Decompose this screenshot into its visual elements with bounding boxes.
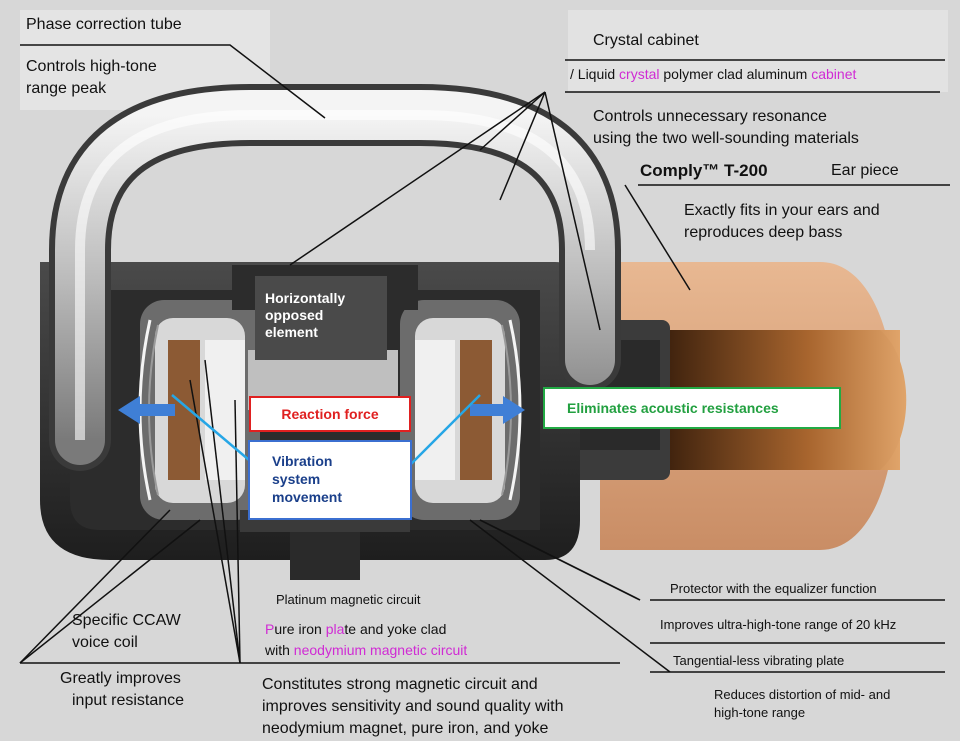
reaction-force-box: Reaction force <box>249 396 411 432</box>
phase-correction-desc-line1: Controls high-tone <box>26 58 157 75</box>
pure-iron-part-e: with <box>265 642 294 658</box>
comply-tail: Ear piece <box>831 162 899 179</box>
ccaw-line2: voice coil <box>72 634 138 651</box>
constitutes-line1: Constitutes strong magnetic circuit and <box>262 676 538 693</box>
vibration-arrows <box>118 396 525 424</box>
vibration-line3: movement <box>272 489 343 505</box>
reaction-force-label: Reaction force <box>281 406 379 422</box>
horizontally-opposed-element-box: Horizontally opposed element <box>255 276 387 360</box>
right-driver <box>400 300 522 520</box>
element-line1: Horizontally <box>265 290 346 306</box>
pure-iron-part-a: P <box>265 621 275 637</box>
ccaw-line1: Specific CCAW <box>72 612 181 629</box>
vibration-line1: Vibration <box>272 453 333 469</box>
pure-iron-part-f: neodymium magnetic circuit <box>293 642 468 658</box>
eliminates-acoustic-box: Eliminates acoustic resistances <box>543 387 841 429</box>
tangential-label: Tangential-less vibrating plate <box>673 653 845 668</box>
left-driver <box>138 300 260 520</box>
platinum-magnetic-circuit: Platinum magnetic circuit <box>276 592 421 607</box>
constitutes-line3: neodymium magnet, pure iron, and yoke <box>262 720 549 737</box>
comply-desc-line1: Exactly fits in your ears and <box>684 202 880 219</box>
pure-iron-part-d: te and yoke clad <box>344 621 447 637</box>
pure-iron-line2: with neodymium magnetic circuit <box>265 641 467 658</box>
pure-iron-part-c: pla <box>325 621 345 637</box>
cabinet-sub-part1: / Liquid <box>570 66 620 82</box>
cabinet-sub-part4: cabinet <box>811 66 857 82</box>
input-resistance-line1: Greatly improves <box>60 670 181 687</box>
phase-correction-desc-line2: range peak <box>26 80 107 97</box>
phase-correction-tube-title: Phase correction tube <box>26 16 182 33</box>
crystal-cabinet-subtitle: / Liquid crystal polymer clad aluminum c… <box>570 66 856 83</box>
comply-name: Comply™ T-200 <box>640 161 768 180</box>
cabinet-sub-part2: crystal <box>619 66 660 82</box>
element-line3: element <box>265 324 318 340</box>
leader-lines <box>19 44 950 673</box>
protector-label: Protector with the equalizer function <box>670 581 877 596</box>
comply-desc-line2: reproduces deep bass <box>684 224 843 241</box>
improves-20khz-label: Improves ultra-high-tone range of 20 kHz <box>660 617 897 632</box>
reduces-distortion-line1: Reduces distortion of mid- and <box>714 687 891 702</box>
pure-iron-part-b: ure iron <box>274 621 326 637</box>
element-line2: opposed <box>265 307 324 323</box>
crystal-cabinet-desc-line2: using the two well-sounding materials <box>593 130 859 147</box>
vibration-system-box: Vibration system movement <box>248 440 412 520</box>
reduces-distortion-line2: high-tone range <box>714 705 806 720</box>
cabinet-sub-part3: polymer clad aluminum <box>659 66 812 82</box>
crystal-cabinet-title: Crystal cabinet <box>593 32 699 49</box>
crystal-cabinet-desc-line1: Controls unnecessary resonance <box>593 108 827 125</box>
vibration-line2: system <box>272 471 321 487</box>
constitutes-line2: improves sensitivity and sound quality w… <box>262 698 564 715</box>
eliminates-label: Eliminates acoustic resistances <box>567 400 779 416</box>
pure-iron-line1: Pure iron plate and yoke clad <box>265 620 446 638</box>
input-resistance-line2: input resistance <box>72 692 185 709</box>
